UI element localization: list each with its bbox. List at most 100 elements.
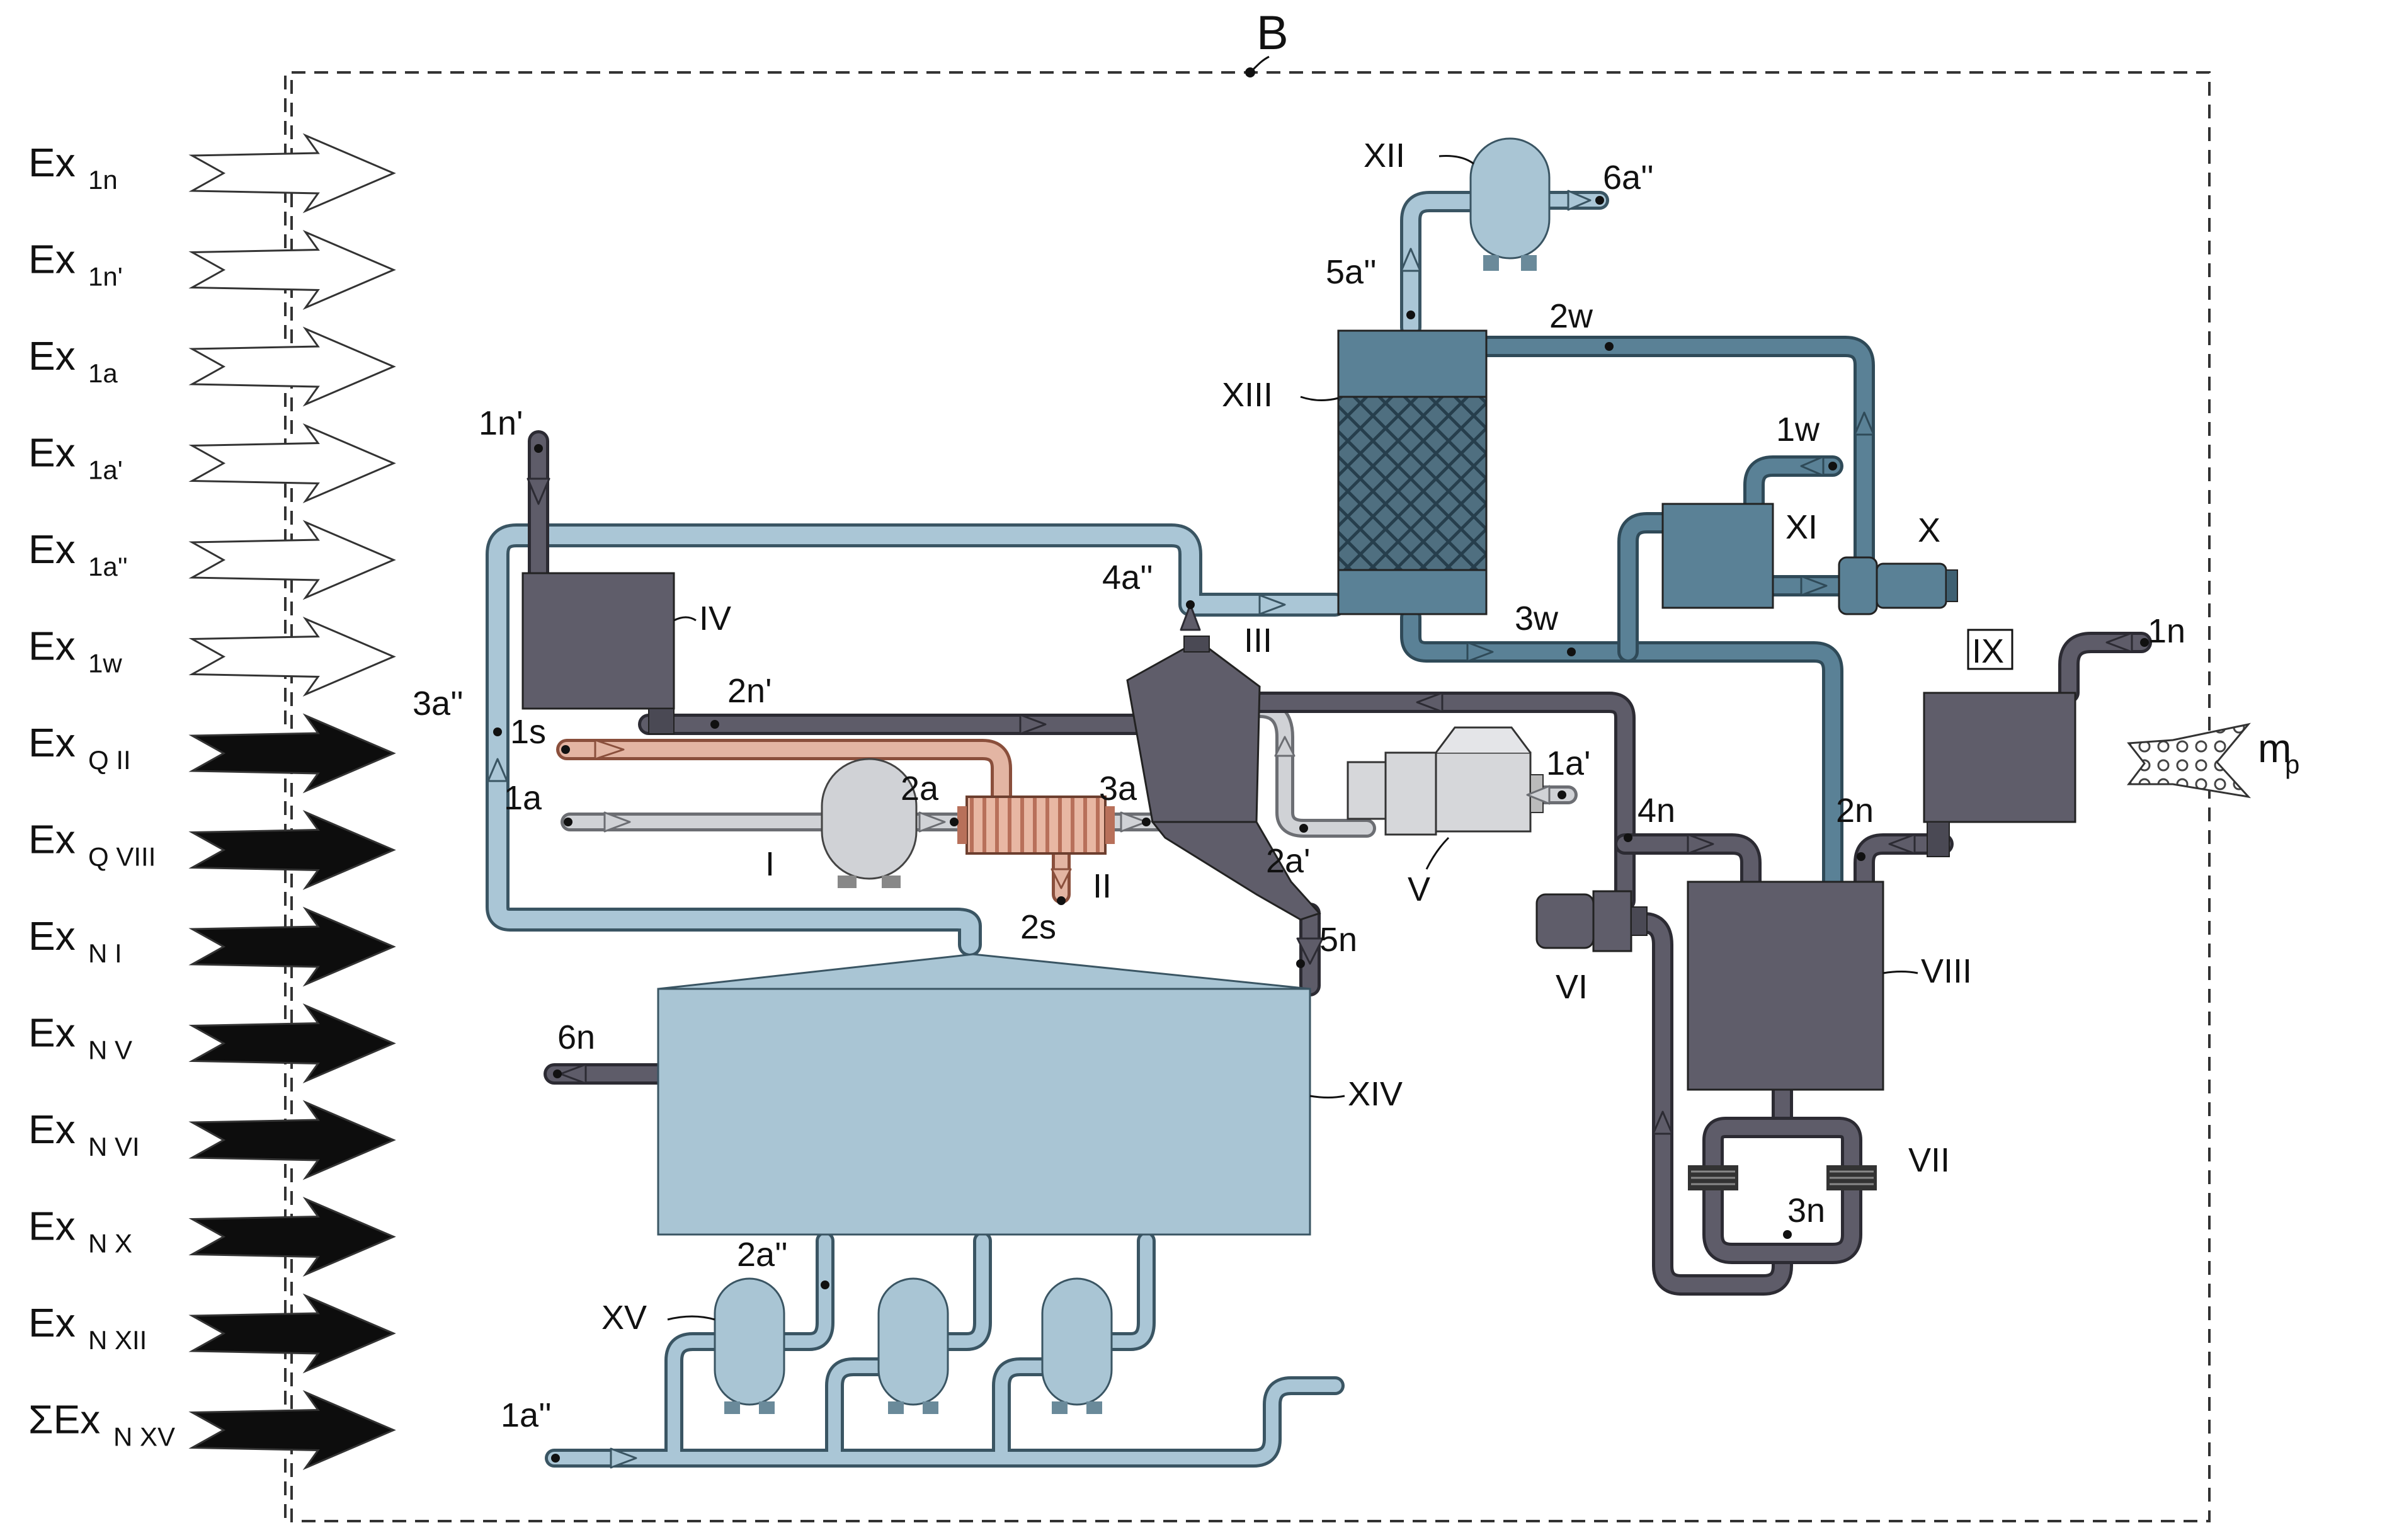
stream-6a-pp: 6a'' — [1603, 159, 1654, 197]
component-i-compressor — [821, 758, 918, 888]
label-vi: VI — [1556, 968, 1588, 1006]
input-arrow-open-2 — [188, 326, 396, 407]
input-label-filled-0: Ex — [28, 720, 76, 765]
stream-3w: 3w — [1515, 600, 1559, 637]
label-x: X — [1918, 511, 1940, 549]
input-arrow-filled-5 — [188, 1197, 396, 1277]
pipe-4n — [1249, 692, 1762, 911]
boundary-leader — [1249, 55, 1270, 74]
input-arrow-open-1 — [188, 230, 396, 310]
component-xv-vessels — [714, 1277, 1113, 1414]
stream-4n: 4n — [1637, 792, 1675, 830]
pipes — [486, 191, 2152, 1468]
stream-2a: 2a — [901, 770, 939, 807]
stream-1a-prime: 1a' — [1546, 744, 1590, 782]
label-ii: II — [1093, 867, 1112, 905]
stream-2n: 2n — [1836, 792, 1874, 830]
input-label-filled-6: Ex — [28, 1300, 76, 1345]
input-sublabel-open-5: 1w — [88, 649, 122, 678]
stream-1a: 1a — [504, 779, 542, 817]
component-iv-dryer — [521, 572, 675, 734]
stream-1s: 1s — [510, 713, 546, 751]
pipe-xv-network — [545, 1231, 1345, 1468]
input-label-filled-1: Ex — [28, 817, 76, 862]
input-label-open-3: Ex — [28, 430, 76, 476]
component-vi-pump — [1535, 890, 1648, 952]
input-label-open-2: Ex — [28, 333, 76, 379]
pipe-3w — [1400, 512, 1843, 893]
output-label-main: m — [2258, 726, 2291, 771]
input-label-open-1: Ex — [28, 237, 76, 282]
stream-2a-pp: 2a'' — [737, 1236, 788, 1274]
input-label-open-0: Ex — [28, 140, 76, 185]
component-ii-heat-exchanger — [957, 796, 1115, 855]
stream-3n: 3n — [1787, 1192, 1825, 1229]
input-arrow-open-5 — [188, 617, 396, 697]
output-label-sub: p — [2285, 750, 2299, 779]
stream-6n: 6n — [557, 1018, 595, 1056]
label-xiv: XIV — [1348, 1075, 1403, 1113]
input-sublabel-filled-2: N I — [88, 938, 122, 968]
label-ix-box — [1967, 629, 2013, 670]
input-sublabel-open-1: 1n' — [88, 262, 123, 292]
label-iii: III — [1244, 622, 1272, 659]
stream-2n-prime: 2n' — [727, 672, 772, 710]
component-viii-tank — [1687, 881, 1884, 1091]
input-arrow-filled-6 — [188, 1293, 396, 1374]
component-x-pump — [1838, 556, 1958, 615]
input-label-filled-2: Ex — [28, 913, 76, 959]
input-label-open-4: Ex — [28, 527, 76, 572]
stream-5a-pp: 5a'' — [1326, 253, 1377, 291]
label-viii: VIII — [1921, 952, 1972, 990]
input-sublabel-filled-3: N V — [88, 1035, 132, 1065]
label-iv: IV — [699, 600, 731, 637]
input-sublabel-filled-0: Q II — [88, 745, 131, 775]
label-xiii: XIII — [1222, 376, 1273, 414]
input-arrow-filled-3 — [188, 1003, 396, 1083]
input-sublabel-open-3: 1a' — [88, 455, 123, 485]
pipe-1n — [2058, 632, 2152, 704]
label-xv: XV — [601, 1299, 647, 1337]
component-v-blower — [1347, 726, 1544, 836]
input-label-filled-5: Ex — [28, 1204, 76, 1249]
stream-3a-pp: 3a'' — [413, 685, 464, 722]
component-xi-cooler — [1661, 503, 1774, 609]
input-arrow-open-3 — [188, 423, 396, 503]
label-ix: IX — [1972, 632, 2004, 670]
stream-3a: 3a — [1099, 770, 1137, 807]
component-ix-furnace — [1923, 692, 2076, 857]
input-sublabel-open-2: 1a — [88, 358, 118, 388]
input-sublabel-filled-5: N X — [88, 1229, 132, 1258]
stream-2a-prime: 2a' — [1266, 842, 1310, 880]
input-sublabel-filled-4: N VI — [88, 1132, 140, 1161]
pipe-2w — [1476, 336, 1875, 590]
component-xiv-tank — [657, 953, 1311, 1236]
label-i: I — [765, 845, 775, 883]
flow-arrows — [487, 190, 2133, 1469]
boundary-label: B — [1256, 6, 1289, 60]
input-label-filled-4: Ex — [28, 1107, 76, 1152]
stream-2s: 2s — [1020, 908, 1056, 946]
input-label-filled-7: ΣEx — [28, 1397, 100, 1442]
stream-2w: 2w — [1549, 297, 1593, 335]
input-arrow-filled-7 — [188, 1390, 396, 1470]
output-arrow-mp: m p — [2126, 722, 2299, 799]
pipe-3a-pp-loop — [486, 523, 1347, 957]
label-xii: XII — [1364, 137, 1405, 174]
pipe-1w — [1743, 455, 1843, 515]
label-vii: VII — [1908, 1141, 1950, 1179]
input-arrow-filled-4 — [188, 1100, 396, 1180]
input-label-filled-3: Ex — [28, 1010, 76, 1056]
input-arrow-filled-2 — [188, 906, 396, 987]
input-sublabel-open-0: 1n — [88, 165, 118, 195]
input-arrow-filled-1 — [188, 810, 396, 890]
labels: IV I II III V VI VIII VII IX XI X XII XI… — [413, 137, 2185, 1463]
pipe-2n — [1854, 833, 1954, 893]
stream-1n-prime: 1n' — [479, 404, 523, 442]
component-vii-filters — [1688, 1117, 1877, 1264]
component-iii-spray-dryer — [1126, 636, 1321, 921]
component-xiii-scrubber — [1337, 329, 1488, 615]
